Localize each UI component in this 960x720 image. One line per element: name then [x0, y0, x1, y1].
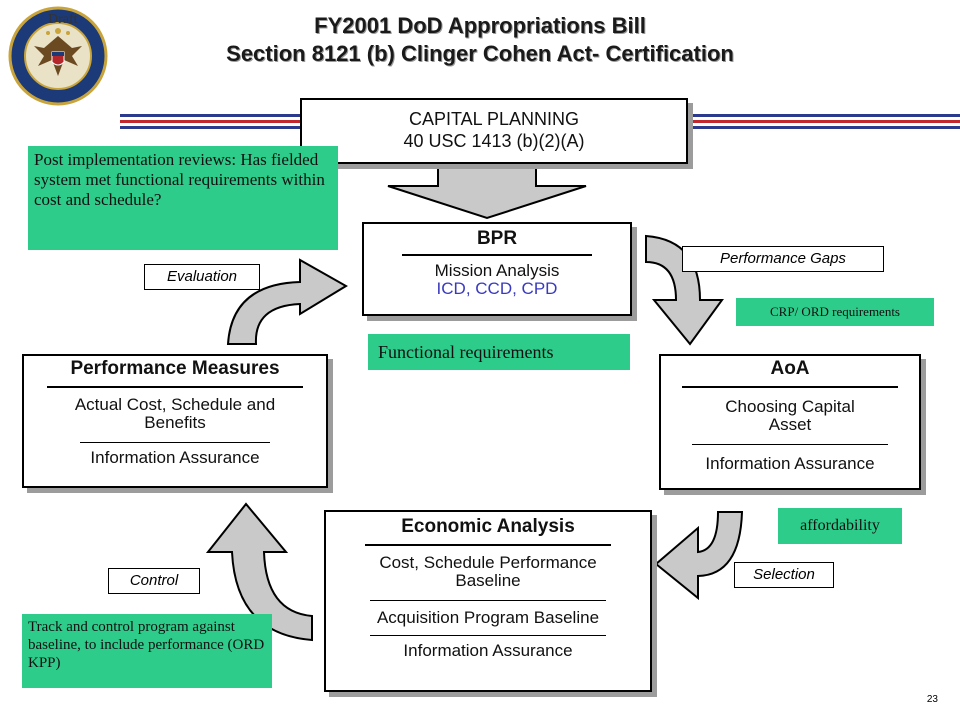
- bpr-divider: [402, 254, 592, 256]
- track-control-note: Track and control program against baseli…: [22, 614, 272, 688]
- performance-thin-divider: [80, 442, 270, 443]
- affordability-note: affordability: [778, 508, 902, 544]
- aoa-line1: Choosing Capital: [725, 397, 855, 416]
- bpr-box: BPR Mission Analysis ICD, CCD, CPD: [362, 222, 632, 316]
- economic-line2: Baseline: [455, 571, 521, 590]
- economic-line4: Information Assurance: [403, 641, 573, 660]
- capital-planning-line2: 40 USC 1413 (b)(2)(A): [403, 131, 585, 151]
- functional-requirements-note: Functional requirements: [368, 334, 630, 370]
- aoa-divider: [682, 386, 898, 388]
- draft-watermark: Draft: [48, 12, 78, 27]
- economic-line1: Cost, Schedule Performance: [379, 553, 597, 572]
- economic-divider: [365, 544, 611, 546]
- control-label: Control: [108, 568, 200, 594]
- page-title-line1: FY2001 DoD Appropriations Bill: [314, 13, 646, 38]
- aoa-line2: Asset: [768, 415, 812, 434]
- performance-title: Performance Measures: [70, 358, 280, 379]
- economic-analysis-box: Economic Analysis Cost, Schedule Perform…: [324, 510, 652, 692]
- performance-measures-box: Performance Measures Actual Cost, Schedu…: [22, 354, 328, 488]
- bpr-line2: ICD, CCD, CPD: [436, 279, 558, 298]
- aoa-line3: Information Assurance: [705, 454, 875, 473]
- bpr-line1: Mission Analysis: [434, 261, 560, 280]
- performance-divider: [47, 386, 303, 388]
- performance-line1: Actual Cost, Schedule and: [74, 395, 276, 414]
- bpr-title: BPR: [476, 228, 518, 249]
- post-implementation-note: Post implementation reviews: Has fielded…: [28, 146, 338, 250]
- arrow-to-aoa: [645, 234, 724, 346]
- capital-planning-box: CAPITAL PLANNING 40 USC 1413 (b)(2)(A): [300, 98, 688, 164]
- page-number: 23: [926, 694, 938, 705]
- economic-thin-divider-2: [370, 635, 606, 636]
- dod-seal-icon: [8, 6, 108, 106]
- crp-ord-note: CRP/ ORD requirements: [736, 298, 934, 326]
- arrow-to-bpr: [226, 258, 348, 345]
- performance-gaps-label: Performance Gaps: [682, 246, 884, 272]
- aoa-title: AoA: [770, 358, 810, 379]
- page-title-line2: Section 8121 (b) Clinger Cohen Act- Cert…: [226, 41, 734, 66]
- selection-label: Selection: [734, 562, 834, 588]
- performance-line2: Benefits: [144, 413, 206, 432]
- arrow-to-economic: [654, 511, 744, 601]
- economic-line3: Acquisition Program Baseline: [376, 608, 600, 627]
- economic-thin-divider-1: [370, 600, 606, 601]
- aoa-box: AoA Choosing Capital Asset Information A…: [659, 354, 921, 490]
- capital-planning-line1: CAPITAL PLANNING: [408, 109, 580, 129]
- arrow-to-performance: [205, 502, 313, 642]
- aoa-thin-divider: [692, 444, 888, 445]
- performance-line3: Information Assurance: [90, 448, 260, 467]
- economic-title: Economic Analysis: [401, 516, 575, 537]
- evaluation-label: Evaluation: [144, 264, 260, 290]
